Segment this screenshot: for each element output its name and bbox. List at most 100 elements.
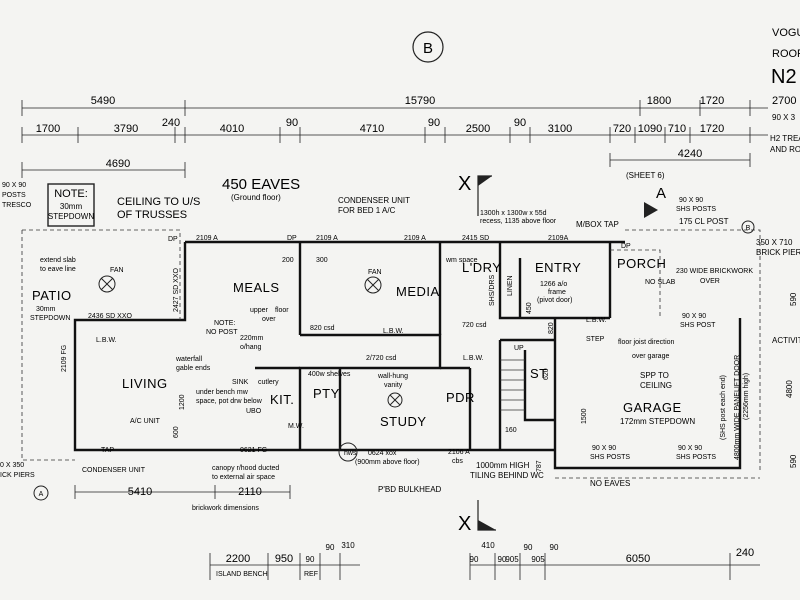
brickwork-note: 230 WIDE BRICKWORK	[676, 268, 753, 275]
room-study: STUDY	[380, 414, 427, 429]
dim-b2-905b: 905	[531, 555, 545, 564]
grid-marker-circle	[412, 31, 444, 63]
sink-label: SINK	[232, 379, 249, 386]
lbw-2: L.B.W.	[383, 328, 404, 335]
frame-3: (pivot door)	[537, 297, 572, 304]
dim-2-240: 240	[162, 117, 180, 129]
dim-2-90a: 90	[286, 117, 298, 129]
canopy-2: to external air space	[212, 474, 275, 481]
wm-space: wm space	[445, 257, 478, 264]
door-2109-a1: 2109 A	[196, 235, 218, 242]
dim-b2-90c: 90	[470, 555, 479, 564]
joist-1: floor joist direction	[618, 339, 675, 346]
dim-b2-950: 950	[275, 553, 293, 565]
under-bench-1: under bench mw	[196, 389, 249, 396]
dim-bottom-2110: 2110	[238, 486, 262, 498]
patio-step-1: 30mm	[36, 306, 56, 313]
dim-b2-90f: 90	[550, 543, 559, 552]
dim-right-4240: 4240	[678, 148, 702, 160]
csd-820-a: 820 csd	[310, 325, 335, 332]
room-linen: LINEN	[507, 275, 514, 296]
dim-b2-905a: 905	[505, 555, 519, 564]
csd-720: 720 csd	[462, 322, 487, 329]
dim-b2-2200: 2200	[226, 553, 250, 565]
posts-left-3: TRESCO	[2, 202, 32, 209]
condenser-bed1-2: FOR BED 1 A/C	[338, 206, 396, 215]
eaves-note-sub: (Ground floor)	[231, 193, 281, 202]
joist-2: over garage	[632, 353, 669, 360]
over-note: OVER	[700, 278, 720, 285]
header-andro: AND RO	[770, 145, 800, 154]
waterfall-1: waterfall	[175, 356, 203, 363]
posts-left-1: 90 X 90	[2, 182, 26, 189]
dimension-line-top-1	[21, 100, 768, 116]
lbw-3: L.B.W.	[463, 355, 484, 362]
under-bench-2: space, pot drw below	[196, 398, 263, 405]
brick-piers-r2: BRICK PIERS	[756, 248, 800, 257]
d160: 160	[505, 427, 517, 434]
xox-1: 0624 xox	[368, 450, 397, 457]
panelift: 4800mm WIDE PANELIFT DOOR	[734, 355, 741, 460]
dim-2-4010: 4010	[220, 123, 244, 135]
dim-2-3790: 3790	[114, 123, 138, 135]
brick-piers-r1: 350 X 710	[756, 238, 793, 247]
room-meals: MEALS	[233, 280, 280, 295]
room-living: LIVING	[122, 376, 168, 391]
dim-b2-310: 310	[341, 541, 355, 550]
shs-posts-tr-2: SHS POSTS	[676, 206, 716, 213]
dim-bottom-5410: 5410	[128, 486, 152, 498]
brickwork-dims: brickwork dimensions	[192, 505, 259, 512]
cbs-1: 2106 A	[448, 449, 470, 456]
room-media: MEDIA	[396, 284, 440, 299]
dimension-line-left	[21, 153, 751, 178]
dp-label-3: DP	[621, 243, 631, 250]
spp-1: SPP TO	[640, 371, 669, 380]
dim-2-710: 710	[668, 123, 686, 135]
dimension-line-bottom-2	[209, 553, 760, 580]
dim-b2-90a: 90	[306, 555, 315, 564]
extend-slab-2: to eave line	[40, 266, 76, 273]
dim-v-4800: 4800	[785, 380, 794, 398]
shs-posts-tr-1: 90 X 90	[679, 197, 703, 204]
header-90x3: 90 X 3	[772, 113, 796, 122]
header-vogue: VOGU	[772, 27, 800, 39]
d820: 820	[548, 322, 555, 334]
shs-each-end: (SHS post each end)	[720, 375, 727, 440]
tiling-1: 1000mm HIGH	[476, 461, 530, 470]
o-hang-1: 220mm	[240, 335, 264, 342]
hws-icon	[338, 442, 358, 462]
dim-2-720: 720	[613, 123, 631, 135]
d1500: 1500	[581, 408, 588, 424]
hws-label: hws	[344, 450, 357, 457]
cl-post-note: 175 CL POST	[679, 217, 729, 226]
dim-b2-island: ISLAND BENCH	[216, 571, 268, 578]
dimension-line-top-2	[21, 127, 768, 143]
dim-v-590a: 590	[789, 292, 798, 306]
ac-unit-label: A/C UNIT	[130, 418, 161, 425]
posts-left-2: POSTS	[2, 192, 26, 199]
wall-hung-1: wall-hung	[377, 373, 408, 380]
d620: 620	[543, 368, 550, 380]
room-patio: PATIO	[32, 288, 72, 303]
recess-note-1: 1300h x 1300w x 55d	[480, 210, 547, 217]
dim-2-3100: 3100	[548, 123, 572, 135]
frame-2: frame	[548, 289, 566, 296]
shs-g-3: 90 X 90	[592, 445, 616, 452]
room-st: ST	[530, 366, 548, 381]
room-ldry: L'DRY	[462, 260, 501, 275]
mw-label: M.W.	[288, 423, 304, 430]
upper-floor-2: floor	[275, 307, 289, 314]
header-code: N2	[771, 66, 797, 88]
up-label: UP	[514, 345, 524, 352]
room-kit: KIT.	[270, 392, 294, 407]
room-pty: PTY	[313, 386, 340, 401]
patio-step-2: STEPDOWN	[30, 315, 70, 322]
room-pdr: PDR	[446, 390, 475, 405]
d450: 450	[526, 302, 533, 314]
condenser-unit: CONDENSER UNIT	[82, 467, 146, 474]
dim-b2-ref: REF	[304, 571, 318, 578]
step-label: STEP	[586, 336, 605, 343]
csd-2720: 2/720 csd	[366, 355, 396, 362]
